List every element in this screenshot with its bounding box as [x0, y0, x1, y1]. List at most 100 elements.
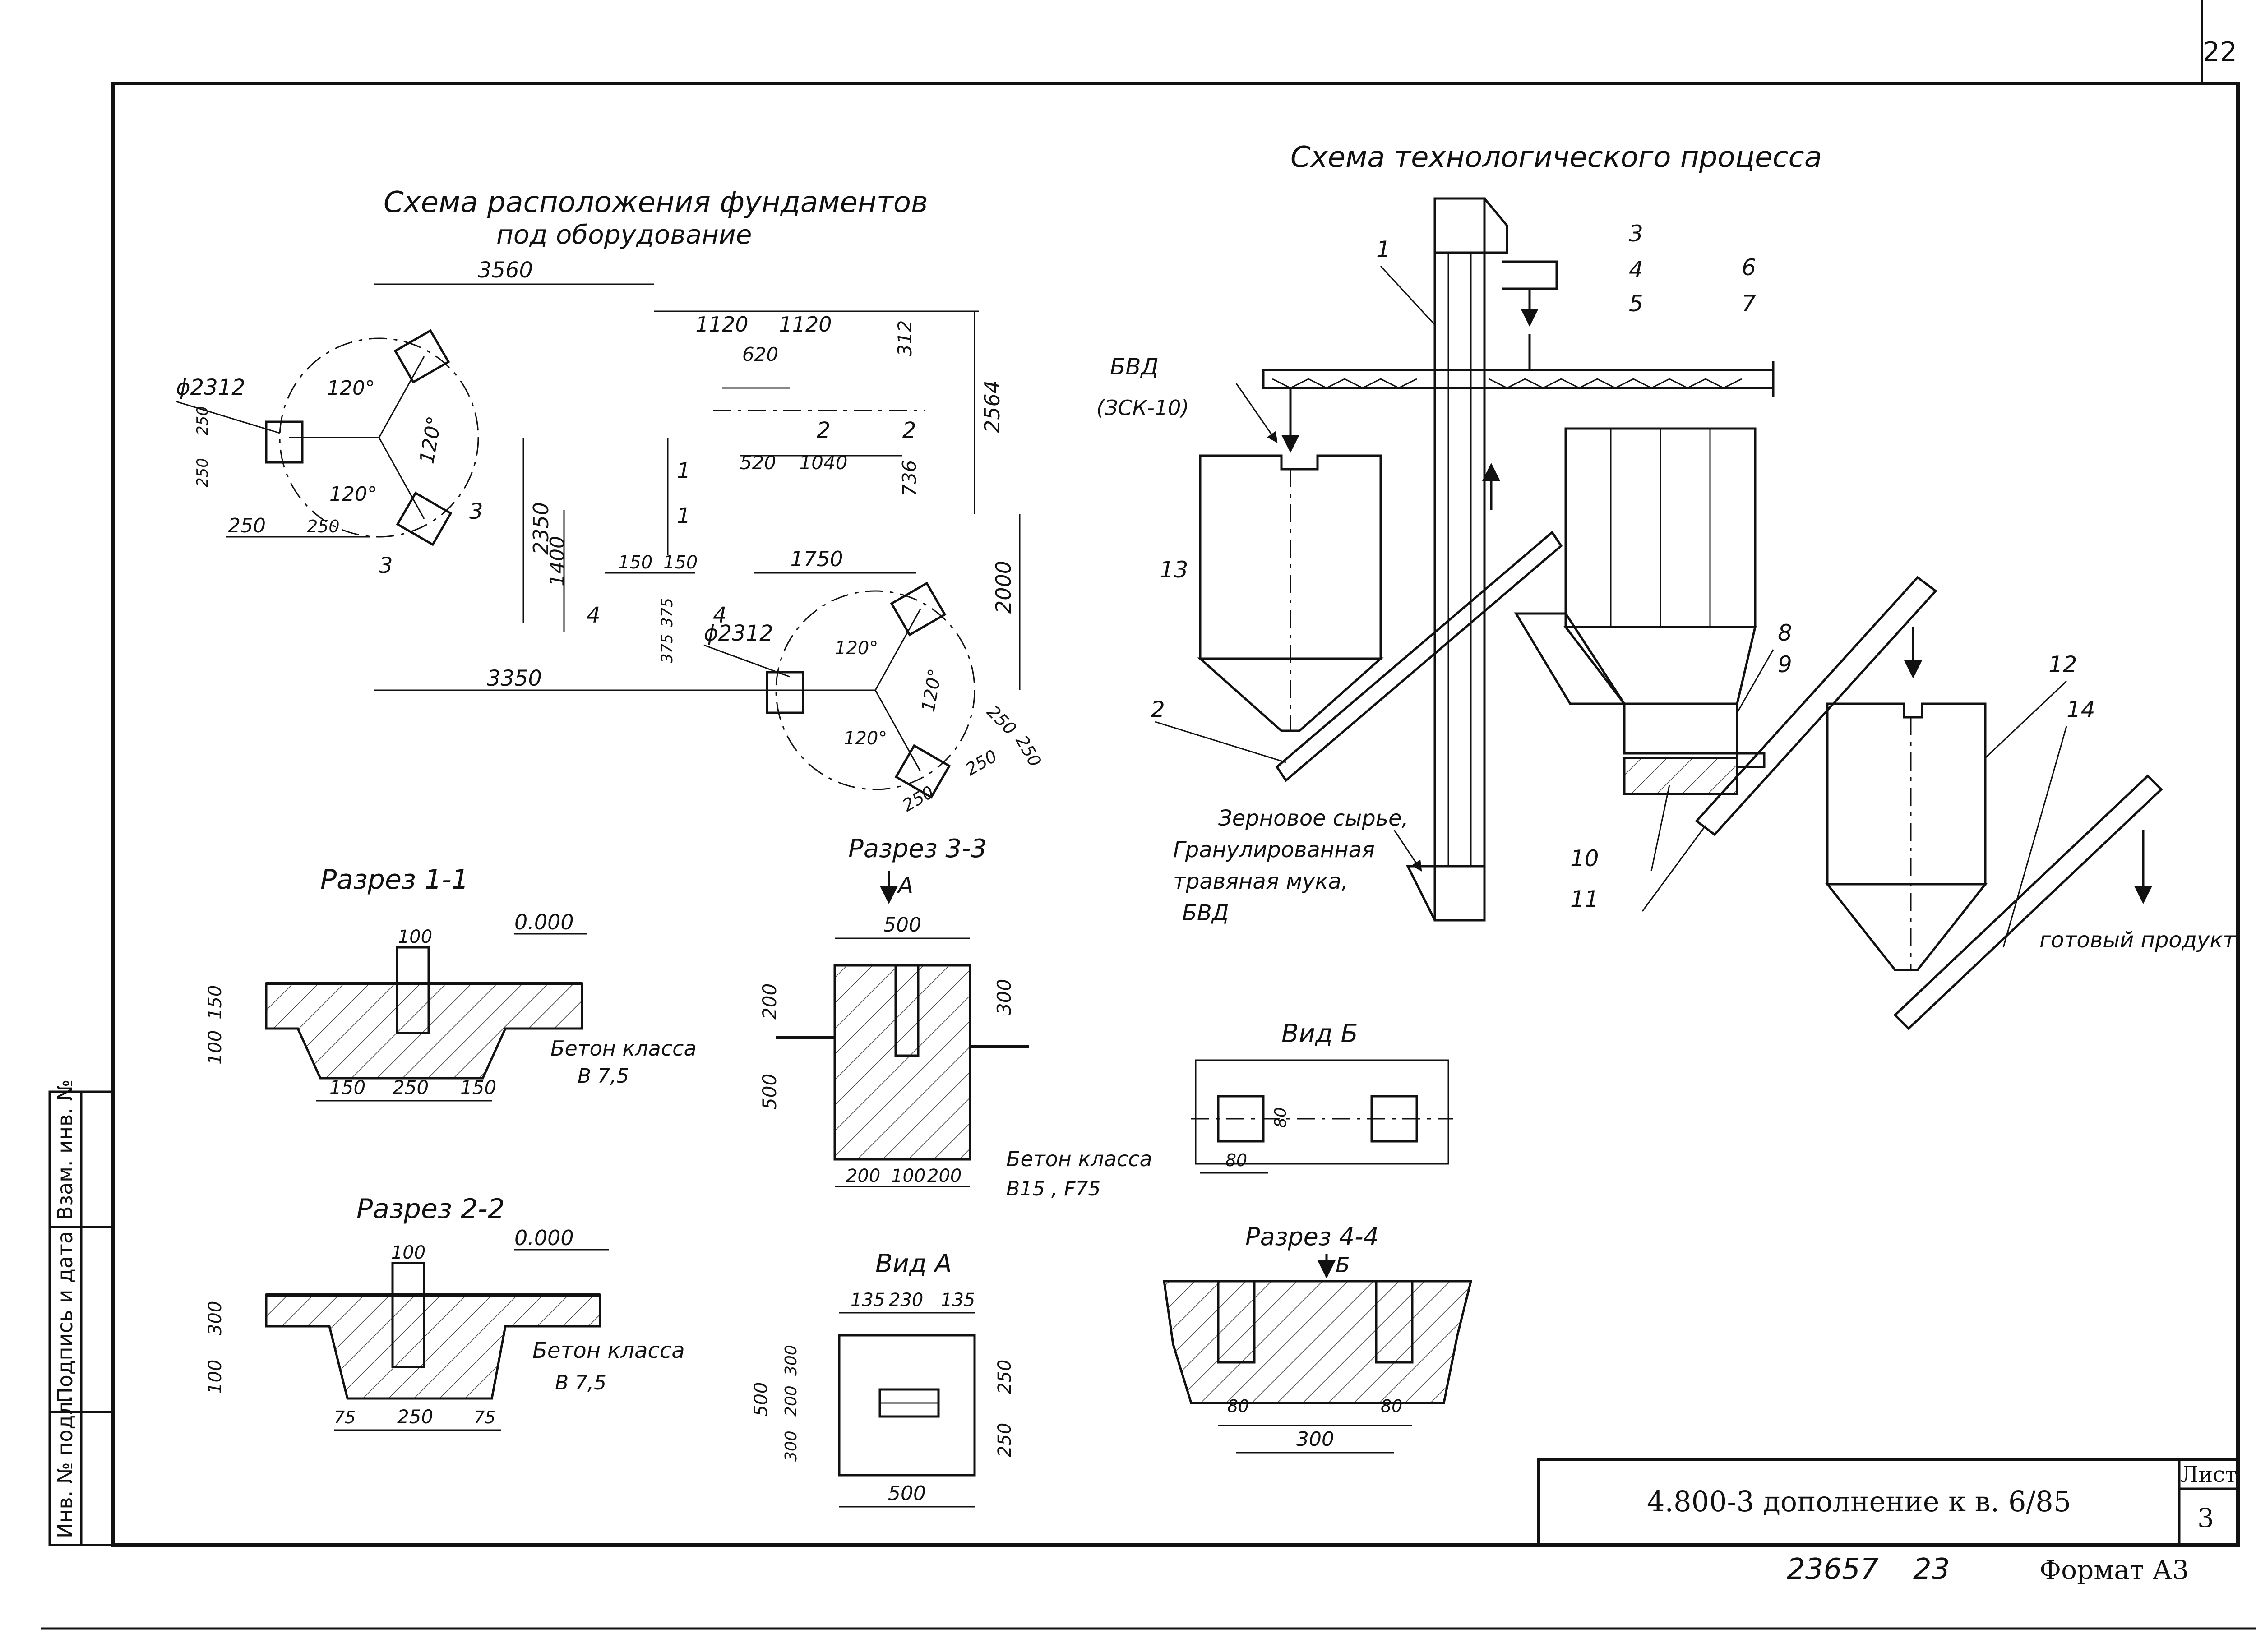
- raw-material-3: травяная мука,: [1173, 869, 1348, 894]
- format-label: Формат А3: [2039, 1555, 2189, 1585]
- callout-5: 5: [1629, 291, 1643, 317]
- dim-100: 100: [398, 927, 432, 947]
- foundation-title-2: под оборудование: [496, 219, 752, 250]
- sheet-frame: 22: [41, 0, 2256, 1630]
- callout-1: 1: [1376, 236, 1391, 263]
- callout-14: 14: [2066, 697, 2095, 723]
- dim-500: 500: [888, 1482, 926, 1505]
- callout-8: 8: [1778, 620, 1792, 646]
- side-inv-podl: Инв. № подл.: [53, 1395, 77, 1538]
- raw-material-4: БВД: [1182, 900, 1229, 926]
- doc-code: 4.800-3 дополнение к в. 6/85: [1647, 1485, 2071, 1518]
- section-mark-1: 1: [677, 503, 691, 529]
- view-b-title: Вид Б: [1281, 1019, 1358, 1048]
- dim-80: 80: [1225, 1150, 1247, 1170]
- callout-13: 13: [1160, 557, 1188, 583]
- dim-200v: 200: [758, 983, 781, 1020]
- dim-135b: 135: [941, 1290, 975, 1311]
- concrete-label: Бетон класса: [550, 1036, 697, 1061]
- section-2-2: Разрез 2-2 100 0.000 300 100 75 250 75 Б…: [205, 1193, 685, 1431]
- level-mark: 0.000: [514, 1226, 574, 1250]
- title-block: 4.800-3 дополнение к в. 6/85 Лист 3 2365…: [1537, 1458, 2240, 1586]
- dim-300b: 300: [782, 1431, 800, 1462]
- dim-300v: 300: [205, 1301, 226, 1335]
- dim-1400: 1400: [546, 536, 569, 586]
- callout-3: 3: [1629, 221, 1643, 247]
- angle-label: 120°: [844, 728, 887, 749]
- foundation-plan: Схема расположения фундаментов под обору…: [176, 186, 1045, 816]
- concrete-label: Бетон класса: [1006, 1147, 1152, 1171]
- dim-100v: 100: [205, 1360, 226, 1394]
- view-a: Вид А 135 230 135 500 300 200 300 250 25…: [751, 1249, 1015, 1508]
- section-4-4-title: Разрез 4-4: [1245, 1223, 1379, 1251]
- dim-150v: 150: [205, 985, 226, 1020]
- diameter-label: ϕ2312: [704, 621, 773, 646]
- section-1-1: Разрез 1-1 100 0.000 150 100 150 250 150…: [205, 864, 697, 1102]
- dim-80b: 80: [1381, 1396, 1402, 1416]
- dim-736: 736: [898, 460, 920, 496]
- section-1-1-title: Разрез 1-1: [320, 864, 469, 895]
- stamp-number: 23657: [1787, 1553, 1879, 1586]
- dim-250: 250: [397, 1406, 433, 1428]
- angle-label: 120°: [329, 483, 377, 506]
- section-mark-4: 4: [713, 603, 727, 628]
- dim-375b: 375: [658, 634, 676, 663]
- view-b: Вид Б 80 80: [1191, 1019, 1453, 1174]
- bvd-label: БВД: [1110, 354, 1159, 380]
- dim-250c: 250: [228, 514, 266, 537]
- stamp-sub: 23: [1913, 1553, 1950, 1586]
- dim-200: 200: [782, 1385, 800, 1417]
- view-arrow-b: Б: [1336, 1253, 1350, 1277]
- dim-150b: 150: [663, 552, 698, 573]
- concrete-class: В15 , F75: [1006, 1177, 1100, 1200]
- bin-12: [1826, 702, 1987, 886]
- angle-label: 120°: [327, 377, 375, 400]
- dim-300a: 300: [782, 1345, 800, 1376]
- dim-250g: 250: [962, 746, 1001, 779]
- mixer: [1623, 757, 1738, 795]
- zsk-label: (ЗСК-10): [1096, 396, 1189, 420]
- anchor-pad-1c: [396, 491, 453, 546]
- dim-1750: 1750: [790, 547, 843, 571]
- section-mark-3: 3: [469, 499, 483, 524]
- anchor-pad-2c: [894, 744, 951, 799]
- dim-520: 520: [740, 452, 776, 474]
- level-mark: 0.000: [514, 910, 574, 934]
- bucket-elevator: [1433, 197, 1486, 922]
- dim-250b: 250: [994, 1423, 1015, 1457]
- inclined-conveyor-11: [1695, 576, 1937, 836]
- callout-2: 2: [1151, 697, 1165, 723]
- dim-1040: 1040: [800, 452, 848, 474]
- diameter-label: ϕ2312: [176, 375, 245, 400]
- dim-1120b: 1120: [779, 312, 832, 337]
- angle-label: 120°: [835, 638, 878, 659]
- angle-label: 120°: [918, 667, 946, 714]
- dim-2350: 2350: [529, 502, 553, 555]
- dim-250: 250: [899, 782, 938, 815]
- anchor-pad-2a: [890, 581, 947, 637]
- dim-150a: 150: [618, 552, 652, 573]
- list-label: Лист: [2180, 1462, 2237, 1487]
- dim-75a: 75: [334, 1407, 356, 1427]
- dim-250d: 250: [307, 517, 340, 536]
- section-3-3: Разрез 3-3 А 500 200 500 300 200 100 200…: [758, 834, 1152, 1200]
- process-title: Схема технологического процесса: [1290, 141, 1822, 174]
- section-mark-3: 3: [379, 553, 393, 578]
- dim-250: 250: [393, 1076, 429, 1098]
- dosing-unit: [1623, 702, 1738, 755]
- distribution-screw: [1262, 369, 1775, 389]
- dim-250a: 250: [194, 406, 212, 435]
- foundation-title-1: Схема расположения фундаментов: [384, 186, 928, 219]
- callout-7: 7: [1742, 291, 1756, 317]
- section-mark-1: 1: [677, 458, 691, 484]
- dim-75b: 75: [474, 1407, 495, 1427]
- page-number: 22: [2203, 36, 2237, 68]
- inclined-conveyor-14: [1893, 774, 2163, 1030]
- dim-1120a: 1120: [695, 312, 748, 337]
- dim-200b: 200: [927, 1166, 962, 1186]
- dim-80v: 80: [1271, 1107, 1290, 1128]
- raw-material-2: Гранулированная: [1173, 837, 1375, 863]
- dim-230: 230: [889, 1290, 923, 1311]
- raw-material-1: Зерновое сырье,: [1218, 806, 1409, 831]
- dim-150a: 150: [329, 1076, 365, 1098]
